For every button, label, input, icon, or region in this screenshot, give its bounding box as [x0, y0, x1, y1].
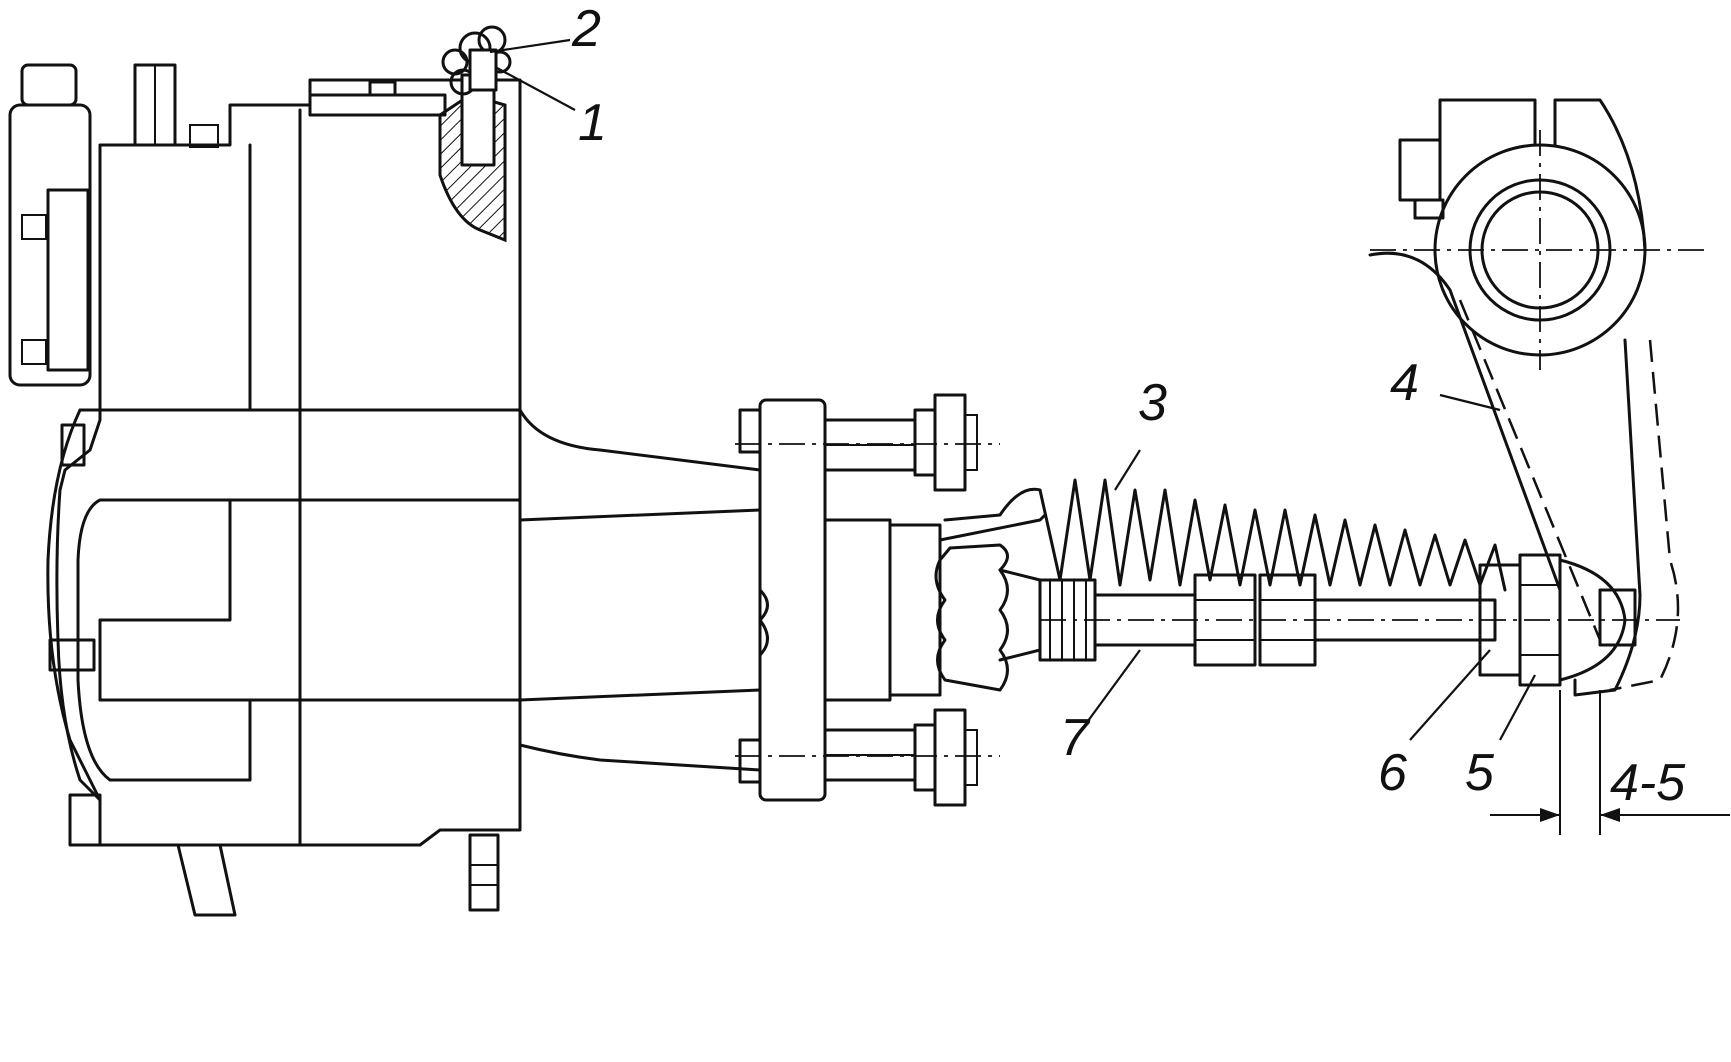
push-rod	[1038, 553, 1680, 687]
label-gap: 4-5	[1610, 754, 1686, 812]
mounting-flange	[735, 393, 1000, 807]
rubber-boot	[934, 513, 1047, 692]
return-spring	[943, 478, 1507, 592]
leader-lines	[489, 38, 1536, 741]
label-1: 1	[578, 94, 607, 152]
callout-labels: 2 1 3 4 7 6 5 4-5	[571, 0, 1686, 812]
filter-cap	[20, 63, 78, 107]
pinch-bolt	[1398, 138, 1442, 202]
label-6: 6	[1378, 744, 1407, 802]
label-4: 4	[1390, 354, 1419, 412]
label-7: 7	[1060, 709, 1091, 767]
label-5: 5	[1465, 744, 1495, 802]
filter-bracket	[46, 188, 90, 372]
rod-tip	[1598, 588, 1637, 647]
pump-housing	[8, 63, 522, 917]
housing-neck	[518, 408, 762, 772]
label-2: 2	[571, 0, 601, 58]
label-3: 3	[1138, 374, 1167, 432]
clutch-lever	[1368, 98, 1710, 697]
gap-dimension	[1490, 690, 1730, 835]
drain-bolt	[468, 833, 500, 912]
breather-cap	[441, 25, 512, 96]
